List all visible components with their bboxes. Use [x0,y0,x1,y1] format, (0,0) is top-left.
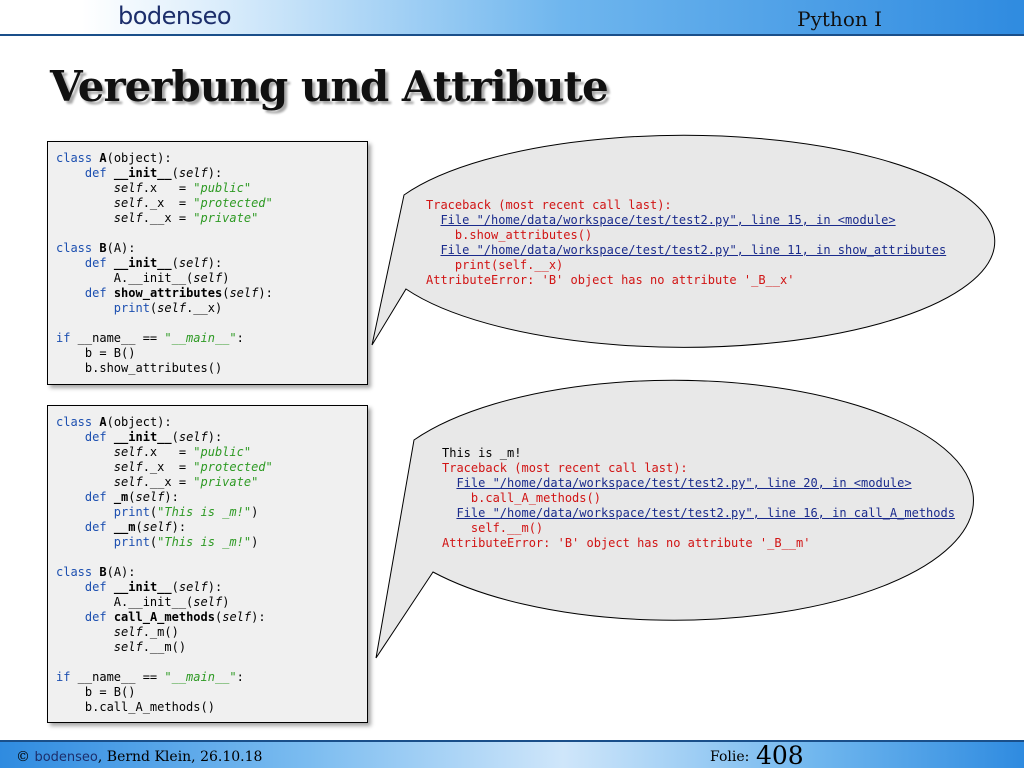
traceback-output-1: Traceback (most recent call last): File … [426,198,947,287]
code-line: def [84,520,107,534]
code-block-2: class A(object): def __init__(self): sel… [47,405,368,723]
code-line: __init__ [113,430,172,444]
code-line: "private" [193,475,259,489]
code-block-2-text: class A(object): def __init__(self): sel… [56,415,273,714]
code-line: def [84,256,107,270]
code-line: __init__ [113,256,172,270]
code-line: self [193,595,223,609]
code-line: self [229,286,259,300]
code-line: self [157,301,187,315]
brand-logo: bodenseo [118,2,232,30]
code-line: call_A_methods [113,610,215,624]
code-line: "This is _m!" [157,505,252,519]
code-line: print [113,505,150,519]
course-title: Python I [797,7,882,31]
code-line: def [84,580,107,594]
code-line: self [113,196,143,210]
footer-author-date: , Bernd Klein, 26.10.18 [97,749,263,765]
code-line: __init__ [113,580,172,594]
code-line: self [113,625,143,639]
code-line: "protected" [193,460,273,474]
footer-copyright: © bodenseo, Bernd Klein, 26.10.18 [16,749,262,765]
slide-number-label: Folie: [710,749,750,765]
code-line: self [113,211,143,225]
code-line: show_attributes [113,286,223,300]
code-line: if [56,331,71,345]
code-line: self [178,256,208,270]
code-line: class [56,415,93,429]
code-line: self [193,271,223,285]
code-line: B [99,241,107,255]
traceback-file-link[interactable]: File "/home/data/workspace/test/test2.py… [440,213,896,227]
code-line: _m [113,490,129,504]
code-line: __init__ [113,166,172,180]
code-line: self [178,580,208,594]
code-line: self [113,460,143,474]
code-line: B [99,565,107,579]
code-line: print [113,301,150,315]
slide-title: Vererbung und Attribute [50,62,609,111]
traceback-file-link[interactable]: File "/home/data/workspace/test/test2.py… [456,506,955,520]
speech-bubble-1 [371,134,996,348]
code-line: A [99,151,107,165]
code-line: "private" [193,211,259,225]
code-line: def [84,490,107,504]
code-line: self [113,181,143,195]
code-line: "public" [193,445,252,459]
code-line: "This is _m!" [157,535,252,549]
code-line: "public" [193,181,252,195]
code-line: def [84,430,107,444]
code-line: __m [113,520,136,534]
code-line: def [84,610,107,624]
code-block-1-text: class A(object): def __init__(self): sel… [56,151,273,375]
code-line: def [84,166,107,180]
slide-number: 408 [756,741,804,770]
footer-bar: © bodenseo, Bernd Klein, 26.10.18 Folie:… [0,740,1024,770]
code-line: self [178,166,208,180]
traceback-file-link[interactable]: File "/home/data/workspace/test/test2.py… [440,243,947,257]
code-line: self [113,445,143,459]
traceback-output-2: This is _m! Traceback (most recent call … [442,446,955,550]
code-line: "protected" [193,196,273,210]
code-line: self [113,475,143,489]
code-line: def [84,286,107,300]
traceback-file-link[interactable]: File "/home/data/workspace/test/test2.py… [456,476,912,490]
code-line: A [99,415,107,429]
code-line: self [178,430,208,444]
code-line: self [142,520,172,534]
code-line: self [135,490,165,504]
code-block-1: class A(object): def __init__(self): sel… [47,141,368,385]
speech-bubble-2 [375,379,974,659]
copyright-symbol: © [16,749,30,765]
code-line: self [113,640,143,654]
code-line: "__main__" [164,331,237,345]
code-line: print [113,535,150,549]
code-line: class [56,241,93,255]
code-line: "__main__" [164,670,237,684]
header-bar: bodenseo Python I [0,0,1024,36]
code-line: class [56,151,93,165]
code-line: if [56,670,71,684]
code-line: class [56,565,93,579]
program-output: This is _m! [442,446,522,460]
code-line: self [222,610,252,624]
footer-brand: bodenseo [34,750,98,765]
